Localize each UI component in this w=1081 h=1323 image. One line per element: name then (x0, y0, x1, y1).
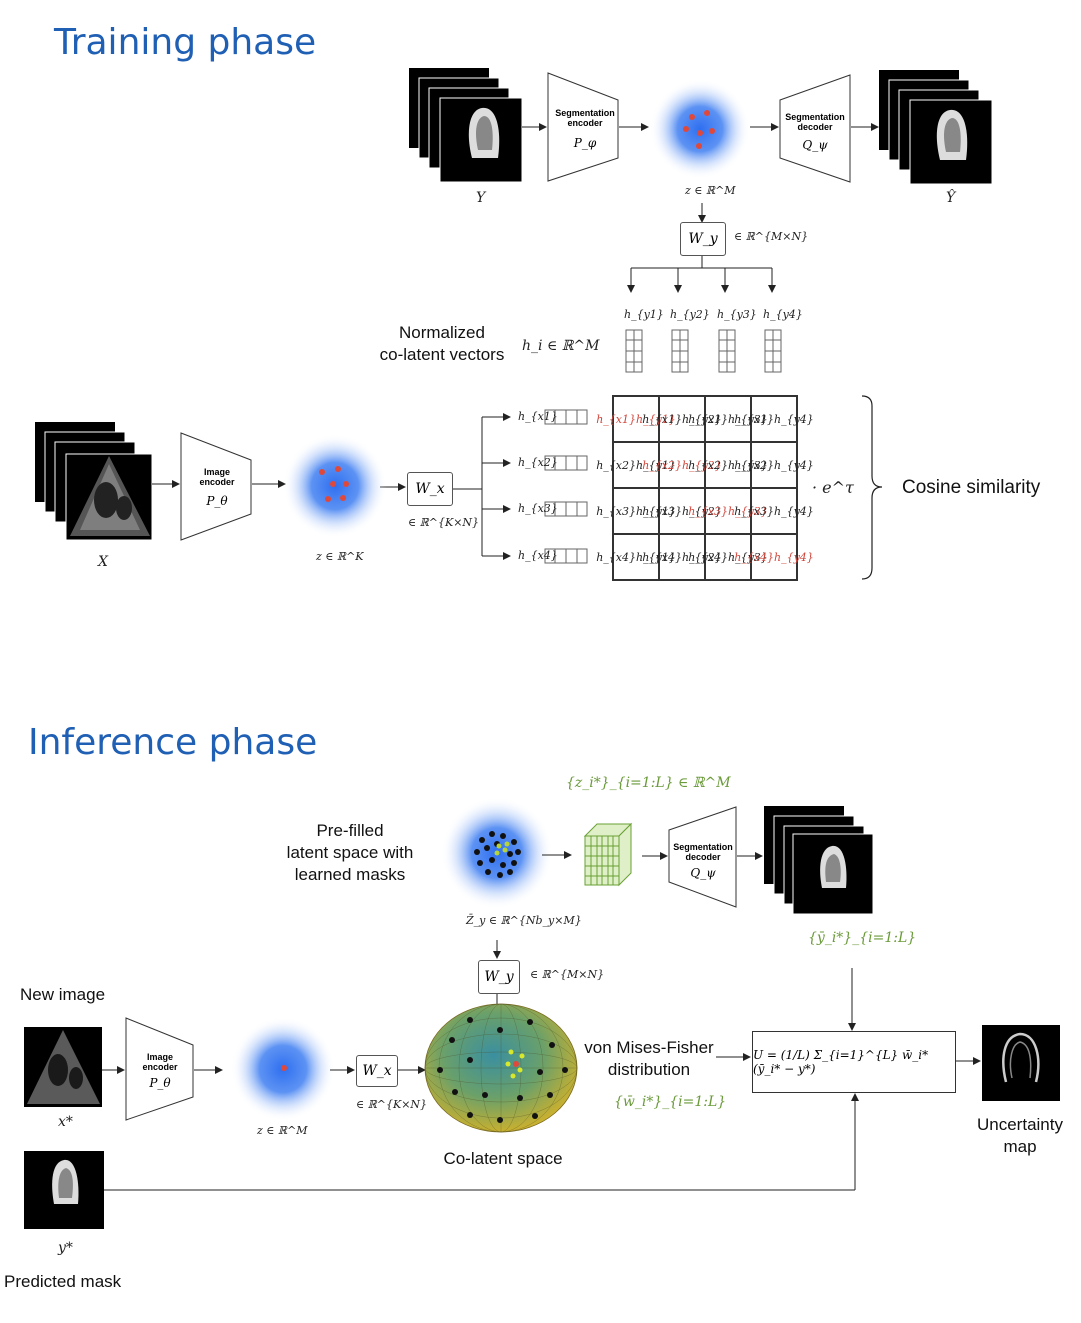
img-encoder-label: Image encoder (199, 467, 235, 487)
wx-label: W_x (415, 481, 445, 497)
y-label: Y (476, 190, 486, 206)
matrix-cell: h_{x2}h_{y1} (596, 442, 676, 488)
matrix-cell: h_{x4}h_{y3} (688, 534, 768, 580)
matrix-cell: h_{x2}h_{y4} (734, 442, 814, 488)
inf-wy-box: W_y (478, 960, 520, 994)
yhat-mask-stack (879, 70, 993, 185)
new-image (24, 1027, 102, 1107)
seg-encoder-label: Segmentation encoder (555, 108, 615, 128)
inf-img-encoder-symbol: P_θ (149, 1076, 171, 1090)
new-image-label: New image (20, 985, 106, 1004)
matrix-cell: h_{x4}h_{y1} (596, 534, 676, 580)
uncertainty-label: Uncertainty map (977, 1115, 1063, 1156)
inf-img-encoder-shape (125, 1017, 194, 1121)
z-seg-label: z ∈ ℝ^M (685, 184, 736, 197)
similarity-matrix: h_{x1}h_{y1} h_{x1}h_{y2} h_{x1}h_{y3} h… (596, 395, 814, 581)
wy-dim: ∈ ℝ^{M×N} (734, 230, 809, 243)
x-image-stack (35, 422, 153, 541)
matrix-cell: h_{x3}h_{y1} (596, 488, 676, 534)
colatent-label: Co-latent space (443, 1149, 563, 1168)
inf-seg-decoder-shape (668, 806, 737, 908)
hy-vector-icons (625, 329, 782, 373)
matrix-cell: h_{x2}h_{y3} (688, 442, 768, 488)
matrix-cell: h_{x3}h_{y4} (734, 488, 814, 534)
wx-box: W_x (407, 472, 453, 506)
y-star-label: y* (58, 1240, 73, 1256)
inf-wy-dim: ∈ ℝ^{M×N} (530, 968, 605, 981)
predicted-mask-label: Predicted mask (4, 1272, 122, 1291)
inf-seg-decoder-label: Segmentation decoder (673, 842, 733, 862)
inf-wx-box: W_x (356, 1055, 398, 1087)
y-mask-stack (409, 68, 523, 183)
x-label: X (98, 554, 108, 570)
seg-decoder-shape (779, 74, 851, 183)
yhat-label: Ŷ (946, 190, 956, 206)
hx1-label: h_{x1} (518, 410, 558, 423)
predicted-mask-image (24, 1151, 104, 1229)
matrix-cell: h_{x1}h_{y2} (642, 396, 722, 442)
hy2-label: h_{y2} (670, 308, 710, 321)
hx-vector-icons (544, 409, 588, 564)
wy-box: W_y (680, 222, 726, 256)
hy3-label: h_{y3} (717, 308, 757, 321)
hi-label: h_i ∈ ℝ^M (522, 338, 600, 354)
inf-wx-label: W_x (362, 1063, 392, 1079)
matrix-cell: h_{x3}h_{y2} (642, 488, 722, 534)
inference-title: Inference phase (28, 722, 318, 763)
hx3-label: h_{x3} (518, 502, 558, 515)
inf-wx-dim: ∈ ℝ^{K×N} (356, 1098, 428, 1111)
seg-decoder-label: Segmentation decoder (785, 112, 845, 132)
ybar-mask-stack (764, 806, 874, 915)
hx4-label: h_{x4} (518, 549, 558, 562)
matrix-cell: h_{x2}h_{y2} (642, 442, 722, 488)
wy-label: W_y (688, 231, 718, 247)
temperature-label: · e^τ (812, 478, 854, 497)
training-title: Training phase (54, 22, 317, 63)
seg-encoder-shape (547, 72, 619, 182)
z-img-label: z ∈ ℝ^K (316, 550, 364, 563)
zbar-label: Z̄_y ∈ ℝ^{Nb_y×M} (466, 914, 582, 927)
y-star-set-label: {ȳ_i*}_{i=1:L} (808, 930, 917, 946)
colatent-sphere (424, 1003, 578, 1133)
z-star-cube (583, 822, 633, 887)
matrix-cell: h_{x1}h_{y1} (596, 396, 676, 442)
z-star-label: {z_i*}_{i=1:L} ∈ ℝ^M (566, 775, 731, 791)
prefilled-label: Pre-filled latent space with learned mas… (286, 821, 414, 884)
seg-decoder-symbol: Q_ψ (802, 138, 828, 152)
inf-wy-label: W_y (484, 969, 514, 985)
img-encoder-symbol: P_θ (206, 494, 228, 508)
normalized-label: Normalized co-latent vectors (379, 323, 505, 364)
wx-dim: ∈ ℝ^{K×N} (408, 516, 480, 529)
cosine-label: Cosine similarity (902, 477, 1041, 498)
vmf-label: von Mises-Fisher distribution (584, 1038, 714, 1079)
hy4-label: h_{y4} (763, 308, 803, 321)
uncertainty-map-image (982, 1025, 1060, 1101)
matrix-cell: h_{x4}h_{y2} (642, 534, 722, 580)
matrix-cell: h_{x1}h_{y4} (734, 396, 814, 442)
hx2-label: h_{x2} (518, 456, 558, 469)
img-encoder-shape (180, 432, 252, 541)
uncertainty-formula: U = (1/L) Σ_{i=1}^{L} w̄_i* (ȳ_i* − y*) (752, 1031, 956, 1093)
inf-img-encoder-label: Image encoder (142, 1052, 178, 1072)
cosine-brace (861, 395, 883, 580)
img-latent-points (319, 466, 349, 502)
seg-encoder-symbol: P_φ (573, 136, 597, 150)
seg-latent-blob (650, 79, 750, 179)
z-m-label: z ∈ ℝ^M (257, 1124, 308, 1137)
matrix-cell: h_{x1}h_{y3} (688, 396, 768, 442)
inf-seg-decoder-symbol: Q_ψ (690, 866, 716, 880)
w-star-label: {w̄_i*}_{i=1:L} (614, 1094, 727, 1110)
seg-latent-points (683, 110, 715, 149)
x-star-label: x* (58, 1114, 73, 1130)
hy1-label: h_{y1} (624, 308, 664, 321)
formula-text: U = (1/L) Σ_{i=1}^{L} w̄_i* (ȳ_i* − y*) (753, 1048, 929, 1076)
prefilled-latent-points (474, 831, 521, 878)
matrix-cell: h_{x4}h_{y4} (734, 534, 814, 580)
matrix-cell: h_{x3}h_{y3} (688, 488, 768, 534)
